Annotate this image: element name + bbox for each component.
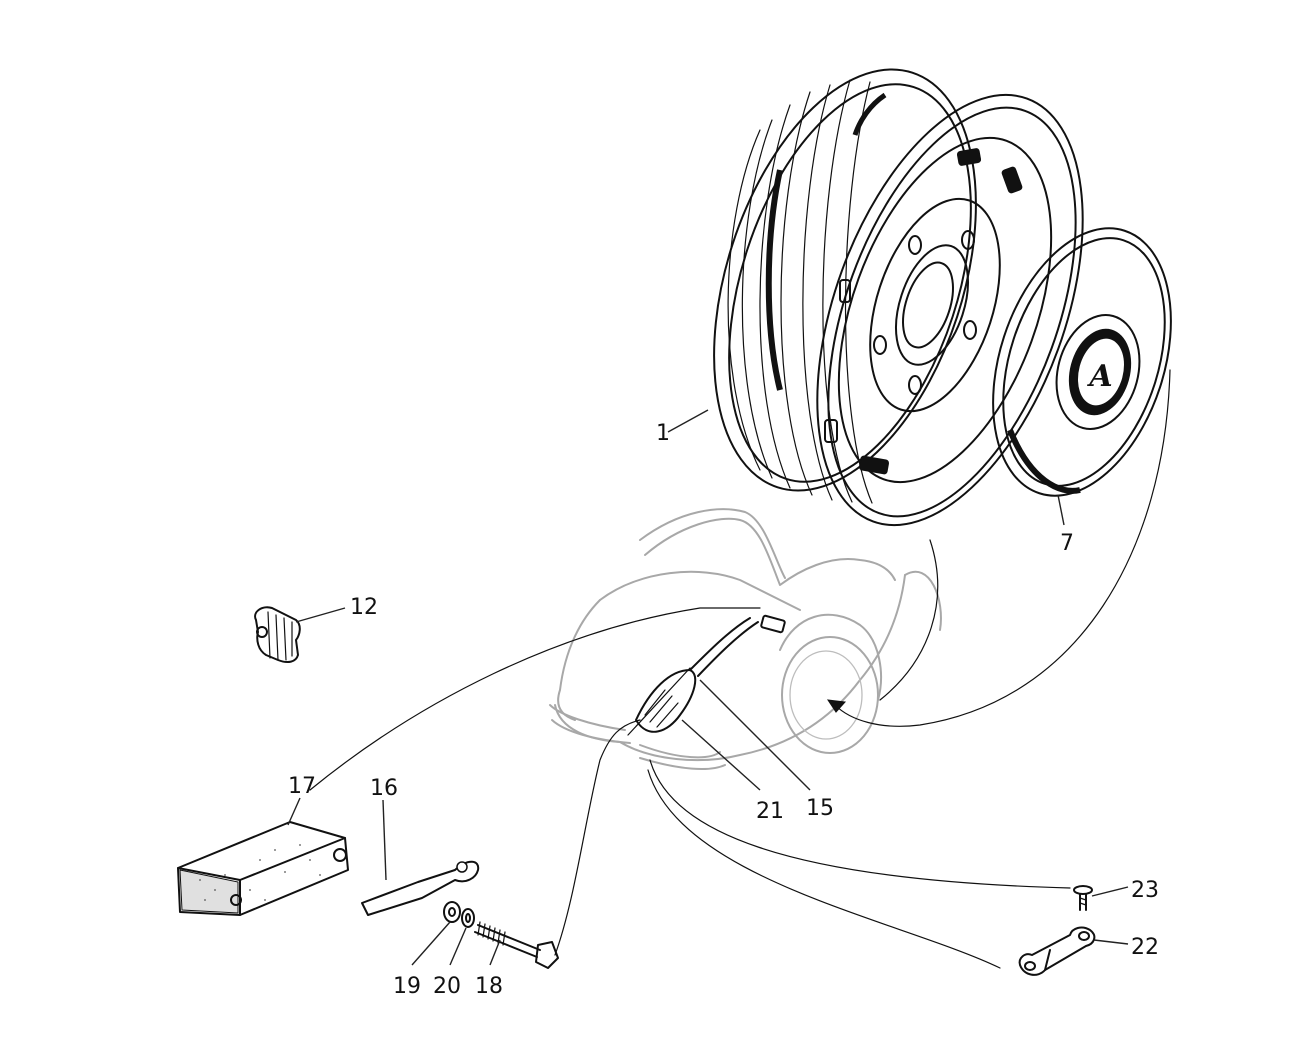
callout-leaders	[287, 409, 1129, 966]
callout-17: 17	[288, 774, 316, 799]
part-16-bracket	[361, 860, 480, 916]
assembly-leader-lines	[309, 369, 1171, 969]
part-20-washer	[461, 908, 475, 928]
part-19-washer	[443, 901, 461, 923]
callout-12: 12	[350, 595, 378, 620]
hub-cap: A	[992, 227, 1172, 497]
part-22-bracket	[1018, 926, 1096, 976]
part-18-bolt	[474, 921, 559, 969]
callout-15: 15	[806, 796, 834, 821]
callout-1: 1	[656, 421, 670, 446]
callout-20: 20	[433, 974, 461, 999]
part-23-screw	[1073, 885, 1093, 911]
car-outline	[549, 508, 942, 771]
hubcap-emblem: A	[1086, 359, 1112, 394]
callout-7: 7	[1060, 531, 1074, 556]
wheel-rim	[713, 68, 1084, 527]
part-12-clip	[254, 606, 301, 664]
callout-19: 19	[393, 974, 421, 999]
callout-23: 23	[1131, 878, 1159, 903]
callout-labels: 1 7 12 15 16 17 18 19 20 21 22 23	[288, 421, 1159, 999]
callout-16: 16	[370, 776, 398, 801]
callout-22: 22	[1131, 935, 1159, 960]
callout-21: 21	[756, 799, 784, 824]
part-17-block	[177, 821, 349, 916]
callout-18: 18	[475, 974, 503, 999]
